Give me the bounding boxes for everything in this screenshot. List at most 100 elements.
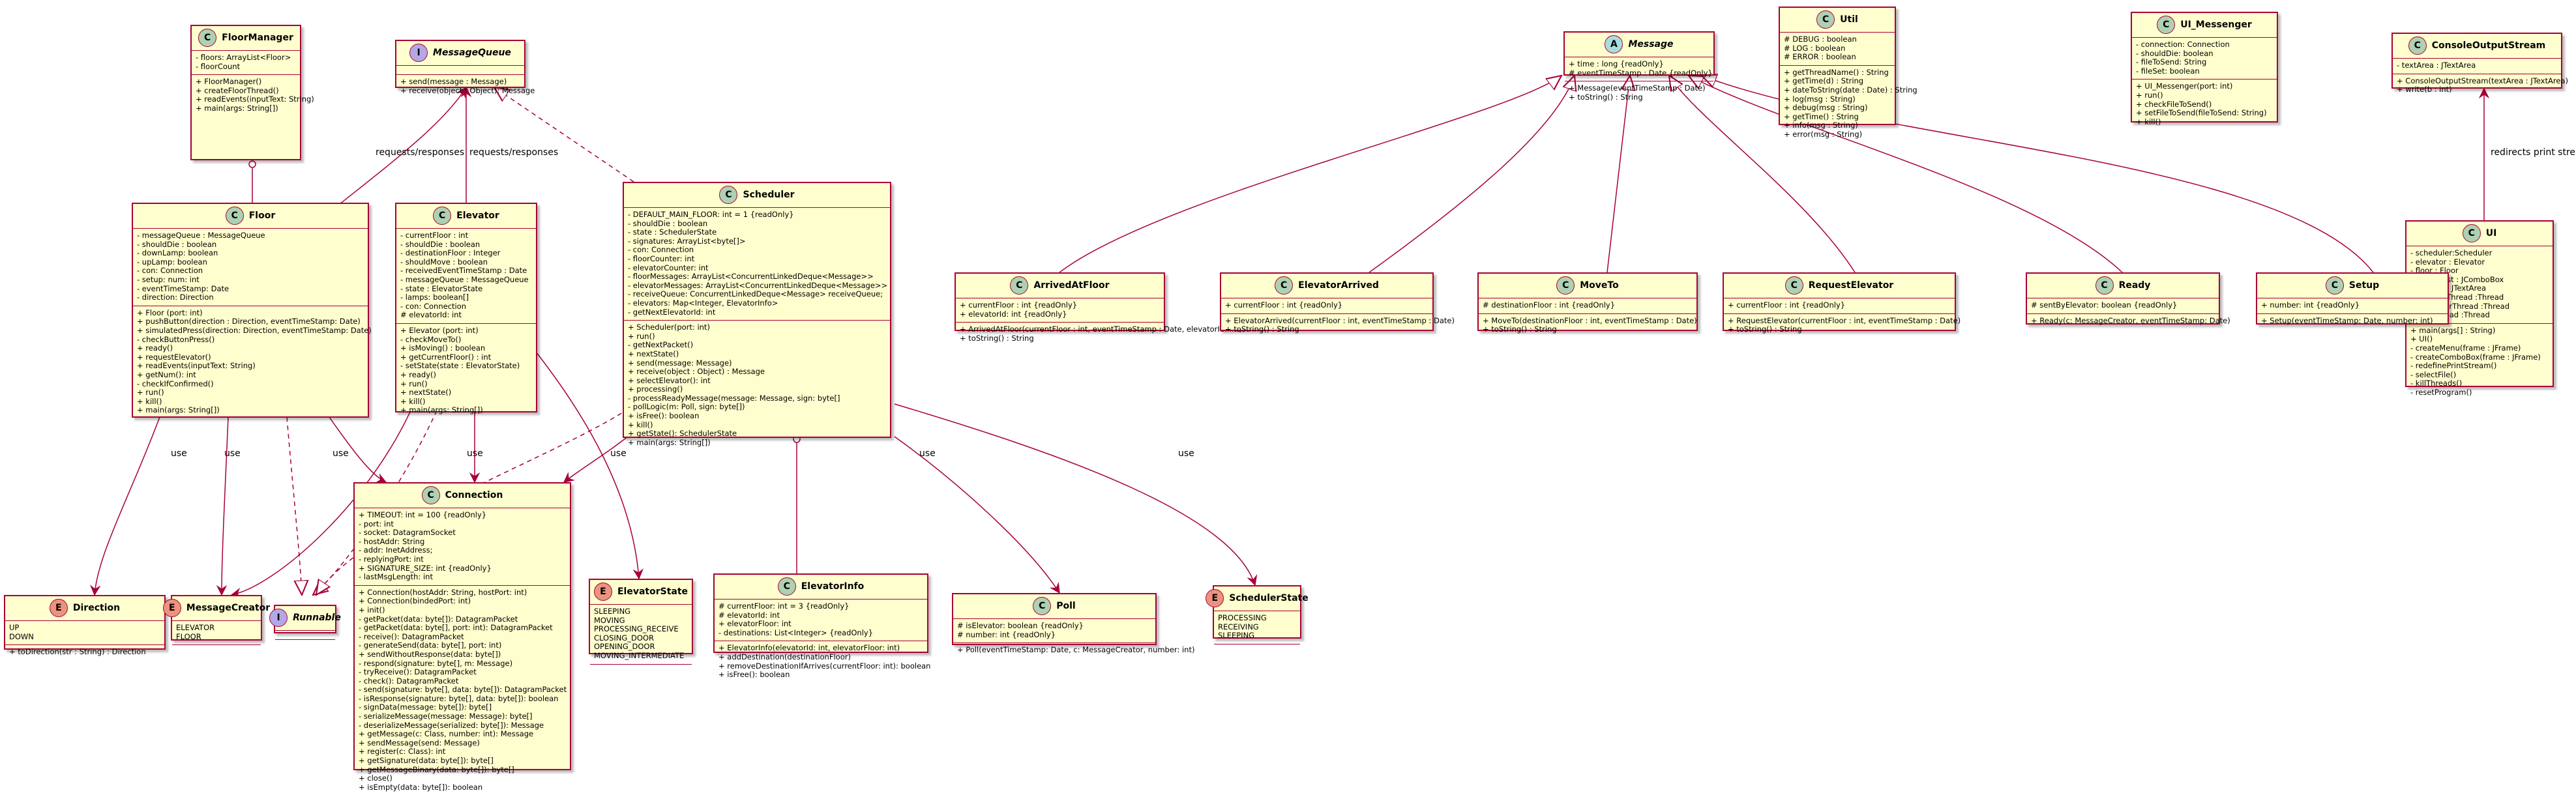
class-methods-section: + Poll(eventTimeStamp: Date, c: MessageC… — [953, 643, 1194, 658]
class-methods-section: + toDirection(str : String) : Direction — [5, 644, 164, 660]
class-method: - receive(): DatagramPacket — [359, 631, 464, 641]
class-method: + run() — [137, 388, 164, 398]
class-field: - state : ElevatorState — [400, 283, 483, 293]
class-method: + kill() — [2136, 117, 2161, 126]
class-field: SLEEPING — [594, 607, 631, 616]
class-method: + send(message: Message) — [628, 358, 732, 368]
class-method: + close() — [359, 773, 392, 783]
class-method: + main(args: String[]) — [196, 103, 278, 113]
class-name: Connection — [445, 490, 503, 500]
class-field: - port: int — [359, 519, 394, 528]
class-field: - elevator : Elevator — [2410, 257, 2485, 267]
class-field: - shouldDie : boolean — [137, 239, 217, 249]
class-method: + setFileToSend(fileToSend: String) — [2136, 108, 2267, 118]
class-method: + toString() : String — [960, 333, 1034, 343]
class-method: + error(msg : String) — [1784, 129, 1863, 139]
class-method: + main(args: String[]) — [400, 405, 483, 415]
class-method: - selectFile() — [2410, 369, 2457, 379]
class-field: MOVING_INTERMEDIATE — [594, 650, 685, 660]
class-field: # eventTimeStamp : Date {readOnly} — [1569, 68, 1713, 78]
class-fields-section — [275, 631, 335, 639]
class-name: RequestElevator — [1808, 280, 1894, 291]
class-field: - textArea : JTextArea — [2397, 61, 2476, 70]
class-method: + readEvents(inputText: String) — [137, 361, 256, 371]
class-field: - fileSet: boolean — [2136, 66, 2200, 76]
class-method: + write(b : int) — [2397, 85, 2452, 94]
class-methods-section: + getThreadName() : String+ getTime(d) :… — [1780, 65, 1917, 143]
class-field: - upLamp: boolean — [137, 257, 207, 267]
class-field: SLEEPING — [1218, 631, 1255, 641]
class-method: + Elevator (port: int) — [400, 325, 479, 335]
class-field: - signatures: ArrayList<byte[]> — [628, 236, 746, 246]
class-field: - elevators: Map<Integer, ElevatorInfo> — [628, 298, 778, 308]
class-field: + SIGNATURE_SIZE: int {readOnly} — [359, 563, 492, 573]
edge-floormanager-aggregation — [248, 160, 256, 168]
class-method: + RequestElevator(currentFloor : int, ev… — [1728, 315, 1961, 325]
class-fields-section: + TIMEOUT: int = 100 {readOnly}- port: i… — [355, 508, 570, 585]
stereotype-badge-icon: C — [421, 486, 440, 504]
class-field: - shouldMove : boolean — [400, 257, 488, 267]
class-method: + kill() — [400, 396, 426, 406]
class-field: - DEFAULT_MAIN_FLOOR: int = 1 {readOnly} — [628, 210, 794, 219]
class-name: MoveTo — [1580, 280, 1619, 291]
class-field: + number: int {readOnly} — [2261, 300, 2360, 310]
class-field: - replyingPort: int — [359, 554, 424, 564]
class-fields-section: - textArea : JTextArea — [2393, 59, 2561, 74]
class-method: + dateToString(date : Date) : String — [1784, 85, 1917, 94]
class-method: + isEmpty(data: byte[]): boolean — [359, 782, 483, 792]
class-method: + getCurrentFloor() : int — [400, 352, 492, 362]
class-field: - lastMsgLength: int — [359, 572, 433, 582]
class-method: + ElevatorInfo(elevatorId: int, elevator… — [718, 643, 900, 653]
edge-label-ui-console: redirects print stream — [2491, 147, 2576, 158]
class-field: FLOOR — [176, 631, 201, 641]
class-method: - isResponse(signature: byte[], data: by… — [359, 693, 559, 703]
class-method: - setState(state : ElevatorState) — [400, 361, 520, 371]
class-methods-section: + Floor (port: int)+ pushButton(directio… — [133, 305, 372, 418]
class-method: + Scheduler(port: int) — [628, 323, 710, 332]
edge-elevator-messagecreator — [230, 410, 411, 599]
class-field: # number: int {readOnly} — [957, 629, 1056, 639]
class-fields-section: - currentFloor : int- shouldDie : boolea… — [396, 229, 536, 323]
stereotype-badge-icon: C — [2408, 36, 2427, 55]
class-method: + ArrivedAtFloor(currentFloor : int, eve… — [960, 325, 1243, 334]
class-method: + isMoving() : boolean — [400, 343, 486, 353]
class-fields-section: - messageQueue : MessageQueue- shouldDie… — [133, 229, 368, 306]
stereotype-badge-icon: C — [1275, 276, 1294, 295]
class-method: + getThreadName() : String — [1784, 67, 1889, 77]
edge-requestelevator-message — [1669, 76, 1856, 273]
stereotype-badge-icon: C — [433, 207, 452, 225]
class-method: + MoveTo(destinationFloor : int, eventTi… — [1483, 315, 1697, 325]
class-method: - createComboBox(frame : JFrame) — [2410, 352, 2541, 362]
class-method: + Setup(eventTimeStamp: Date, number: in… — [2261, 315, 2433, 325]
class-methods-section: + ElevatorArrived(currentFloor : int, ev… — [1221, 313, 1455, 338]
stereotype-badge-icon: C — [198, 29, 217, 47]
stereotype-badge-icon: C — [719, 186, 738, 204]
class-method: - processReadyMessage(message: Message, … — [628, 393, 840, 403]
class-method: + run() — [2136, 90, 2163, 100]
class-fields-section: # currentFloor: int = 3 {readOnly}# elev… — [715, 600, 927, 641]
class-field: - floorMessages: ArrayList<ConcurrentLin… — [628, 272, 874, 282]
class-fields-section: + currentFloor : int {readOnly} — [1221, 298, 1432, 313]
class-method: - signData(message: byte[]): byte[] — [359, 702, 492, 712]
class-field: - scheduler:Scheduler — [2410, 248, 2493, 257]
class-method: - resetProgram() — [2410, 387, 2472, 397]
class-fields-section: + number: int {readOnly} — [2257, 298, 2448, 313]
class-method: - generateSend(data: byte[], port: int) — [359, 641, 502, 650]
stereotype-badge-icon: C — [1556, 276, 1575, 295]
class-field: + elevatorFloor: int — [718, 619, 792, 629]
class-fields-section: + time : long {readOnly}# eventTimeStamp… — [1565, 57, 1713, 81]
class-field: + time : long {readOnly} — [1569, 59, 1664, 68]
class-header: C MoveTo — [1479, 274, 1696, 298]
class-field: - eventTimeStamp: Date — [137, 283, 229, 293]
